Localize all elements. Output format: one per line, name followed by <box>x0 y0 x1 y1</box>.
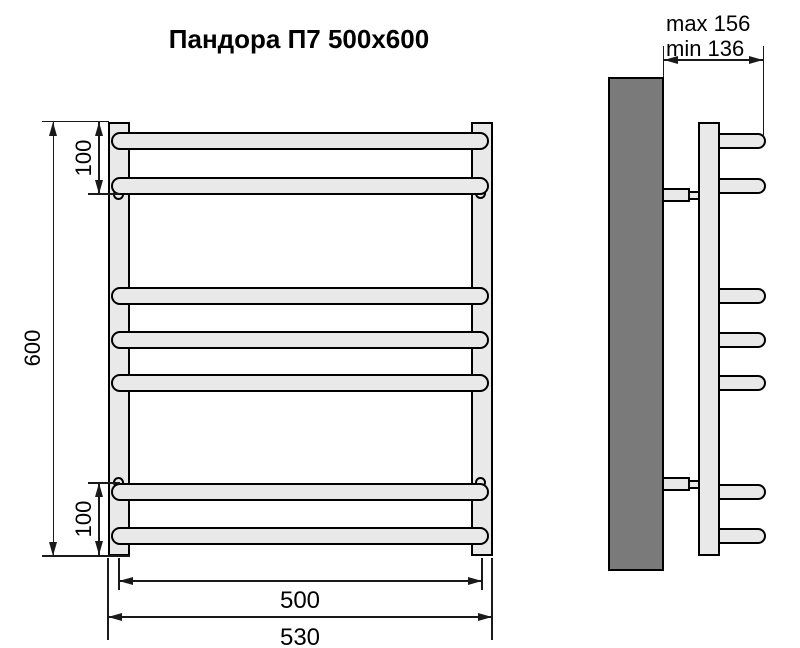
bracket-top-arm <box>662 188 690 202</box>
side-bar-6 <box>712 484 766 500</box>
ext-depth-left <box>662 46 664 77</box>
dim-arrow-up-icon <box>94 122 103 136</box>
bracket-bottom-arm <box>662 477 690 491</box>
side-bar-2 <box>712 178 766 194</box>
towel-bar-6 <box>111 483 489 501</box>
ext-line-bottom <box>42 555 130 557</box>
towel-bar-1 <box>111 132 489 150</box>
dim-arrow-right-icon <box>478 613 492 621</box>
dim-arrow-down-icon <box>94 541 103 555</box>
towel-bar-7 <box>111 527 489 545</box>
dim-arrow-left-icon <box>119 577 133 585</box>
ext-500-left <box>118 558 120 590</box>
side-bar-4 <box>712 332 766 348</box>
dim-depth-line <box>664 59 763 61</box>
dim-530-line <box>108 616 492 618</box>
dim-100-bottom-line <box>98 483 100 555</box>
dim-min-depth-label: min 136 <box>666 36 745 61</box>
dim-arrow-left-icon <box>108 613 122 621</box>
drawing-title: Пандора П7 500x600 <box>168 24 430 54</box>
ext-530-left <box>107 558 109 640</box>
dim-arrow-up-icon <box>49 122 57 136</box>
wall-section <box>608 77 664 571</box>
dim-max-depth-label: max 156 <box>666 11 751 36</box>
dim-arrow-right-icon <box>749 56 763 64</box>
ext-530-right <box>491 558 493 640</box>
ext-500-right <box>481 558 483 590</box>
ext-depth-right <box>762 46 764 137</box>
dim-arrow-left-icon <box>664 56 678 64</box>
dim-500-line <box>119 580 482 582</box>
towel-bar-2 <box>111 177 489 195</box>
dim-100-top-line <box>98 122 100 194</box>
side-vertical-rail <box>698 122 720 556</box>
towel-bar-3 <box>111 287 489 305</box>
dim-arrow-down-icon <box>94 180 103 194</box>
dim-500-label: 500 <box>279 587 321 614</box>
dim-arrow-down-icon <box>49 542 57 556</box>
towel-bar-5 <box>111 374 489 392</box>
side-bar-1 <box>712 133 766 149</box>
ext-tick-100-bottom <box>88 482 120 484</box>
side-bar-5 <box>712 375 766 391</box>
ext-tick-100-top <box>88 193 120 195</box>
dim-arrow-up-icon <box>94 483 103 497</box>
dim-arrow-right-icon <box>468 577 482 585</box>
towel-bar-4 <box>111 331 489 349</box>
side-bar-7 <box>712 528 766 544</box>
ext-line-top <box>42 120 109 122</box>
side-bar-3 <box>712 288 766 304</box>
dim-600-line <box>52 122 54 556</box>
dim-530-label: 530 <box>279 624 321 648</box>
